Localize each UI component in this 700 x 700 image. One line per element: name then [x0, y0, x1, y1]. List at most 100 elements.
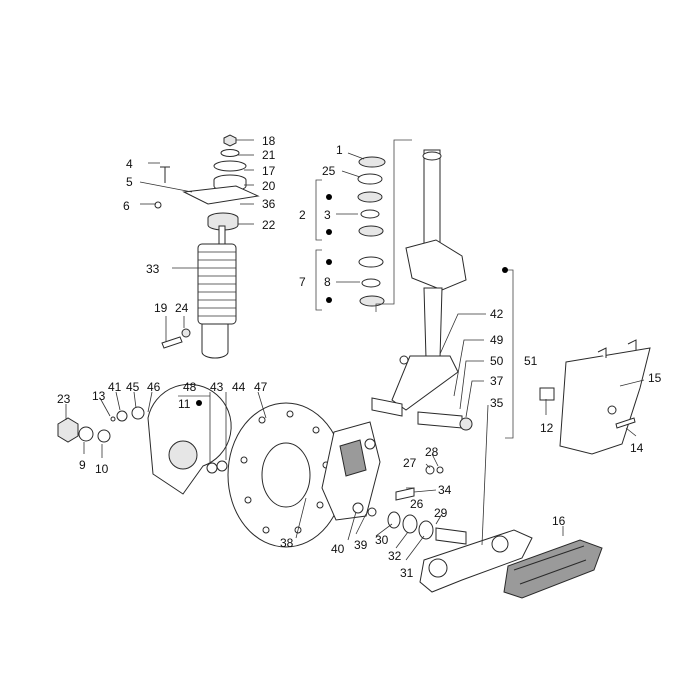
ring-41	[116, 410, 128, 422]
callout-9: 9	[79, 458, 86, 472]
ring-1	[358, 156, 386, 168]
nut-6	[154, 201, 162, 209]
callout-7: 7	[299, 275, 306, 289]
bracket-51	[505, 269, 514, 439]
bearing-lower-top	[358, 256, 384, 268]
wheel-hub-assembly	[57, 383, 232, 495]
seal-44	[216, 460, 228, 472]
ring-25	[357, 173, 383, 185]
ring-43	[206, 462, 218, 474]
ring-32	[402, 514, 418, 534]
callout-labels: 1 2 3 4 5 6 7 8 9 10 11 12 13 14 15 16 1…	[57, 134, 662, 580]
callout-26: 26	[410, 497, 424, 511]
shock-body	[201, 323, 229, 359]
callout-14: 14	[630, 441, 644, 455]
callout-1: 1	[336, 143, 343, 157]
callout-41: 41	[108, 380, 122, 394]
pin-13	[110, 416, 116, 422]
callout-34: 34	[438, 483, 452, 497]
callout-10: 10	[95, 462, 109, 476]
pin-26	[395, 487, 415, 501]
steering-tube-assembly	[371, 149, 473, 431]
screw-14	[615, 417, 636, 429]
callout-24: 24	[175, 301, 189, 315]
pin-left	[371, 397, 403, 417]
callout-4: 4	[126, 157, 133, 171]
bolt-27	[425, 465, 435, 475]
callout-35: 35	[490, 396, 504, 410]
callout-5: 5	[126, 175, 133, 189]
cover-16	[503, 539, 603, 599]
callout-3: 3	[324, 208, 331, 222]
caliper-small-parts	[367, 465, 467, 545]
bolt-19	[161, 336, 183, 349]
washer-24	[181, 328, 191, 338]
spacer-30	[387, 511, 401, 529]
nut-28	[436, 466, 444, 474]
ring-39	[352, 502, 364, 514]
cup-17	[213, 160, 247, 172]
callout-28: 28	[425, 445, 439, 459]
callout-49: 49	[490, 333, 504, 347]
nut-18	[223, 134, 237, 147]
fork-head	[405, 239, 467, 291]
washer-21	[220, 149, 240, 157]
callout-29: 29	[434, 506, 448, 520]
bearing-cup	[358, 225, 384, 237]
axle-29	[435, 527, 467, 545]
callout-20: 20	[262, 179, 276, 193]
bearing-45	[131, 406, 145, 420]
washer-40	[367, 507, 377, 517]
bullet-8b	[326, 297, 332, 303]
plate-36	[182, 185, 260, 205]
fork-leg	[423, 287, 443, 359]
bracket-2	[315, 179, 322, 241]
ring-3	[360, 209, 380, 219]
callout-18: 18	[262, 134, 276, 148]
spacer-10	[97, 429, 111, 443]
callout-50: 50	[490, 354, 504, 368]
fork-arm	[391, 355, 459, 411]
callout-32: 32	[388, 549, 402, 563]
callout-15: 15	[648, 371, 662, 385]
mudguard-tabs	[597, 339, 637, 358]
pin-right	[417, 411, 463, 429]
bush-22	[207, 212, 239, 231]
nut-23	[57, 417, 79, 443]
callout-36: 36	[262, 197, 276, 211]
callout-13: 13	[92, 389, 106, 403]
mudguard-15	[559, 347, 651, 455]
steering-tube	[423, 149, 441, 246]
link-arm-assembly	[419, 529, 603, 599]
leader-lines	[65, 139, 645, 561]
shock-absorber-assembly	[154, 134, 260, 359]
callout-47: 47	[254, 380, 268, 394]
callout-30: 30	[375, 533, 389, 547]
bolt-4	[160, 166, 170, 183]
spring-33	[197, 243, 237, 325]
callout-19: 19	[154, 301, 168, 315]
callout-11: 11	[178, 397, 191, 411]
callout-43: 43	[210, 380, 224, 394]
callout-6: 6	[123, 199, 130, 213]
callout-51: 51	[524, 354, 538, 368]
ring-8	[361, 278, 381, 288]
callout-8: 8	[324, 275, 331, 289]
bullet-11	[196, 400, 202, 406]
bullet-3a	[326, 194, 332, 200]
callout-48: 48	[183, 380, 197, 394]
callout-42: 42	[490, 307, 504, 321]
mudguard-assembly	[539, 339, 651, 455]
bracket-7	[315, 249, 322, 311]
bracket-1-tube	[375, 139, 412, 312]
callout-39: 39	[354, 538, 368, 552]
callout-12: 12	[540, 421, 554, 435]
bearing-upper	[357, 191, 383, 203]
bearing-lower	[359, 295, 385, 307]
bullet-51	[502, 267, 508, 273]
callout-27: 27	[403, 456, 417, 470]
callout-40: 40	[331, 542, 345, 556]
callout-46: 46	[147, 380, 161, 394]
